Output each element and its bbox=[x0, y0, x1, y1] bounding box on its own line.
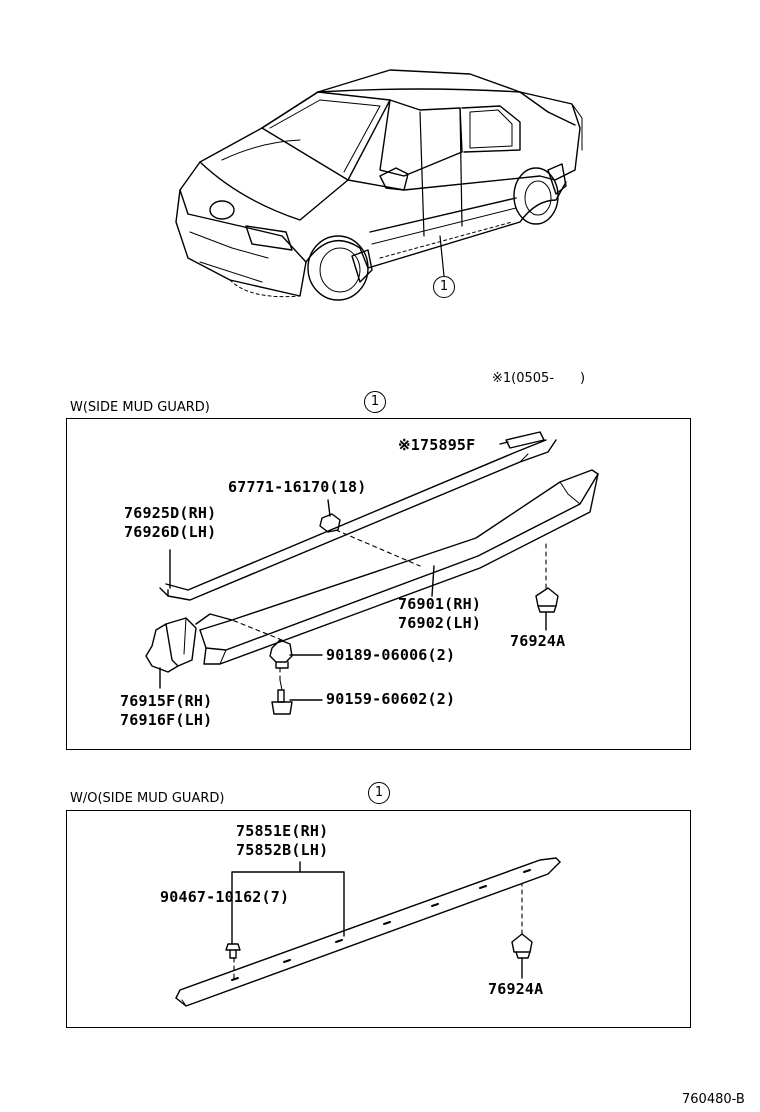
with-guard-art bbox=[145, 431, 599, 715]
wo-moulding-rh-label: 75851E(RH) bbox=[236, 822, 329, 840]
section-with-box bbox=[66, 418, 691, 750]
section-without-callout: 1 bbox=[368, 782, 390, 804]
wo-clip-part-label: 90467-10162(7) bbox=[160, 888, 290, 906]
header-note: ※1(0505- ) bbox=[492, 371, 586, 386]
car-callout: 1 bbox=[433, 276, 455, 298]
rocker-rh-label: 76901(RH) bbox=[398, 595, 482, 613]
screw-grommet-label: 90189-06006(2) bbox=[326, 646, 456, 664]
car-illustration bbox=[175, 69, 583, 301]
nut-part-label: 76924A bbox=[510, 632, 566, 650]
figure-id: 760480-B bbox=[682, 1092, 745, 1107]
rocker-lh-label: 76902(LH) bbox=[398, 614, 482, 632]
tape-part-label: ※175895F bbox=[398, 436, 476, 454]
guard-lh-label: 76916F(LH) bbox=[120, 711, 213, 729]
guard-rh-label: 76915F(RH) bbox=[120, 692, 213, 710]
moulding-lh-label: 76926D(LH) bbox=[124, 523, 217, 541]
clip-part-label: 67771-16170(18) bbox=[228, 478, 367, 496]
section-with-callout: 1 bbox=[364, 391, 386, 413]
wo-moulding-lh-label: 75852B(LH) bbox=[236, 841, 329, 859]
section-with-title: W(SIDE MUD GUARD) bbox=[70, 400, 210, 415]
section-without-title: W/O(SIDE MUD GUARD) bbox=[70, 791, 225, 806]
without-guard-art bbox=[175, 857, 561, 1007]
screw-part-label: 90159-60602(2) bbox=[326, 690, 456, 708]
section-without-box bbox=[66, 810, 691, 1028]
wo-nut-part-label: 76924A bbox=[488, 980, 544, 998]
moulding-rh-label: 76925D(RH) bbox=[124, 504, 217, 522]
